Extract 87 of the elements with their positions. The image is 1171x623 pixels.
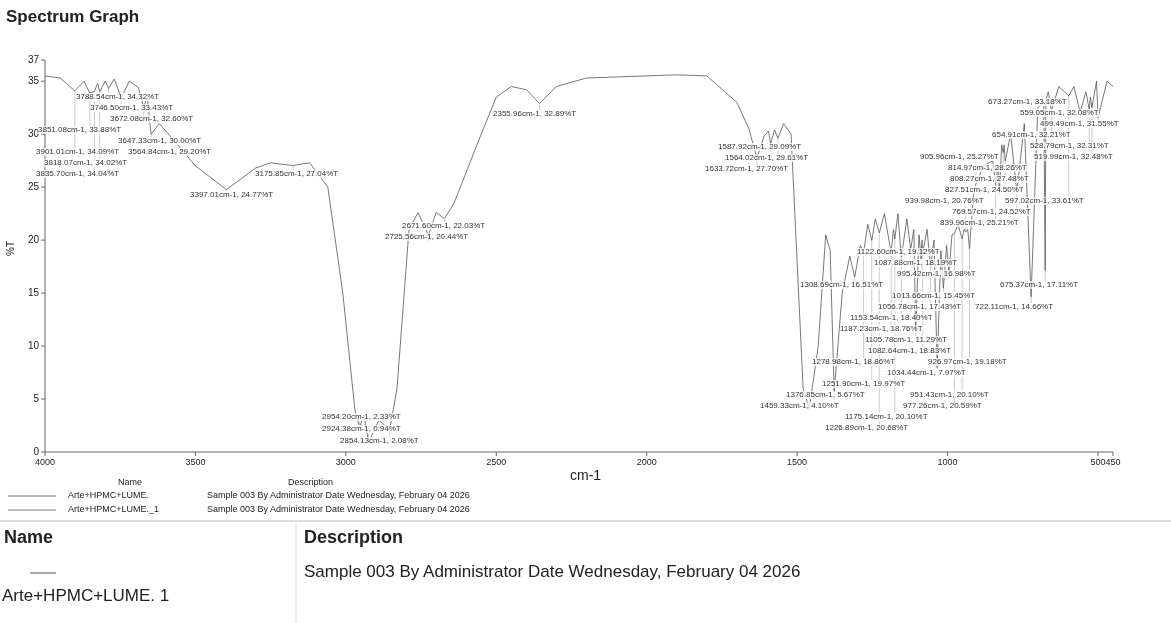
peak-label: 905.96cm-1, 25.27%T	[920, 153, 999, 161]
peak-label: 1278.98cm-1, 18.86%T	[812, 358, 896, 366]
peak-label: 2671.60cm-1, 22.03%T	[402, 222, 486, 230]
peak-label: 995.42cm-1, 16.98%T	[897, 270, 976, 278]
peak-label: 3397.01cm-1, 24.77%T	[190, 191, 274, 199]
peak-label: 1251.90cm-1, 19.97%T	[822, 380, 906, 388]
peak-label: 2355.96cm-1, 32.89%T	[493, 110, 577, 118]
peak-label: 559.05cm-1, 32.08%T	[1020, 109, 1099, 117]
peak-label: 977.26cm-1, 20.59%T	[903, 402, 982, 410]
peak-label: 1376.85cm-1, 5.67%T	[786, 391, 865, 399]
column-header: Description	[288, 478, 334, 487]
peak-label: 926.97cm-1, 19.18%T	[928, 358, 1007, 366]
peak-label: 808.27cm-1, 27.48%T	[950, 175, 1029, 183]
peak-label: 1082.64cm-1, 18.83%T	[868, 347, 952, 355]
peak-label: 1087.88cm-1, 18.19%T	[874, 259, 958, 267]
peak-label: 722.11cm-1, 14.66%T	[975, 303, 1054, 311]
peak-label: 3818.07cm-1, 34.02%T	[44, 159, 128, 167]
peak-label: 1034.44cm-1, 7.97%T	[887, 369, 966, 377]
legend-label: Arte+HPMC+LUME.	[68, 491, 150, 500]
column-header: Name	[4, 528, 54, 546]
peak-label: 3564.84cm-1, 29.20%T	[128, 148, 212, 156]
peak-label: 1105.78cm-1, 11.29%T	[865, 336, 947, 344]
axis-tick-label: 2500	[486, 458, 507, 467]
peak-label: 673.27cm-1, 33.18%T	[988, 98, 1067, 106]
peak-label: 499.49cm-1, 31.55%T	[1040, 120, 1119, 128]
peak-label: 3672.08cm-1, 32.60%T	[110, 115, 194, 123]
axis-tick-label: 450	[1105, 458, 1121, 467]
peak-label: 1226.89cm-1, 20.68%T	[825, 424, 909, 432]
axis-tick-label: 5	[33, 394, 39, 404]
table-cell: Sample 003 By Administrator Date Wednesday, February 04 2026	[304, 563, 801, 580]
axis-tick-label: 4000	[35, 458, 55, 467]
legend-label: Arte+HPMC+LUME._1	[68, 505, 160, 514]
peak-label: 3835.70cm-1, 34.04%T	[36, 170, 120, 178]
axis-tick-label: 30	[27, 129, 39, 140]
description-text: Sample 003 By Administrator Date Wednesday, February 04 2026	[207, 505, 470, 514]
peak-label: 597.02cm-1, 33.61%T	[1005, 197, 1084, 205]
peak-label: 2854.13cm-1, 2.08%T	[340, 437, 419, 445]
peak-label: 3647.33cm-1, 30.00%T	[118, 137, 202, 145]
peak-label: 528.79cm-1, 32.31%T	[1030, 142, 1109, 150]
axis-tick-label: 1000	[937, 458, 958, 467]
peak-label: 2725.56cm-1, 20.44%T	[385, 233, 469, 241]
peak-label: 1122.60cm-1, 19.12%T	[857, 248, 940, 256]
axis-tick-label: 3500	[185, 458, 206, 467]
peak-label: 1175.14cm-1, 20.10%T	[845, 413, 928, 421]
peak-label: 1633.72cm-1, 27.70%T	[705, 165, 789, 173]
axis-tick-label: 10	[27, 341, 39, 352]
chart-title: Spectrum Graph	[6, 8, 140, 25]
axis-tick-label: 1500	[787, 458, 808, 467]
axis-tick-label: 2000	[636, 458, 657, 467]
peak-label: 1013.66cm-1, 15.45%T	[892, 292, 976, 300]
axis-tick-label: 20	[27, 235, 39, 246]
peak-label: 1308.69cm-1, 16.51%T	[800, 281, 884, 289]
peak-label: 3175.85cm-1, 27.04%T	[255, 170, 339, 178]
axis-title: cm-1	[570, 468, 602, 482]
peak-label: 3851.08cm-1, 33.88%T	[38, 126, 122, 134]
peak-label: 1187.23cm-1, 18.76%T	[840, 325, 923, 333]
peak-label: 939.98cm-1, 20.76%T	[905, 197, 984, 205]
axis-tick-label: 3000	[335, 458, 356, 467]
peak-label: 769.57cm-1, 24.52%T	[952, 208, 1031, 216]
axis-tick-label: 500	[1090, 458, 1106, 467]
description-text: Sample 003 By Administrator Date Wednesday, February 04 2026	[207, 491, 470, 500]
axis-tick-label: 0	[33, 447, 39, 457]
table-cell: Arte+HPMC+LUME. 1	[2, 587, 170, 604]
peak-label: 654.91cm-1, 32.21%T	[992, 131, 1071, 139]
peak-label: 1153.54cm-1, 18.40%T	[850, 314, 933, 322]
column-header: Name	[118, 478, 142, 487]
peak-label: 1056.78cm-1, 17.43%T	[878, 303, 962, 311]
peak-label: 951.43cm-1, 20.10%T	[910, 391, 989, 399]
peak-label: 1587.92cm-1, 29.09%T	[718, 143, 802, 151]
peak-label: 2954.20cm-1, 2.33%T	[322, 413, 401, 421]
peak-label: 1459.33cm-1, 4.10%T	[760, 402, 839, 410]
peak-label: 3901.01cm-1, 34.09%T	[36, 148, 120, 156]
peak-label: 839.96cm-1, 25.21%T	[940, 219, 1019, 227]
axis-tick-label: 37	[27, 55, 39, 65]
peak-label: 814.97cm-1, 28.26%T	[948, 164, 1027, 172]
column-header: Description	[304, 528, 404, 546]
peak-label: 1564.02cm-1, 29.61%T	[725, 154, 809, 162]
peak-label: 3746.50cm-1, 33.43%T	[90, 104, 174, 112]
peak-label: 675.37cm-1, 17.11%T	[1000, 281, 1079, 289]
peak-label: 827.51cm-1, 24.50%T	[945, 186, 1024, 194]
peak-label: 2924.38cm-1, 0.94%T	[322, 425, 401, 433]
peak-label: 519.99cm-1, 32.48%T	[1034, 153, 1113, 161]
axis-tick-label: 25	[27, 182, 39, 193]
axis-tick-label: 15	[27, 288, 39, 299]
peak-label: 3788.54cm-1, 34.32%T	[76, 93, 160, 101]
axis-title: %T	[6, 241, 16, 256]
axis-tick-label: 35	[27, 76, 39, 87]
